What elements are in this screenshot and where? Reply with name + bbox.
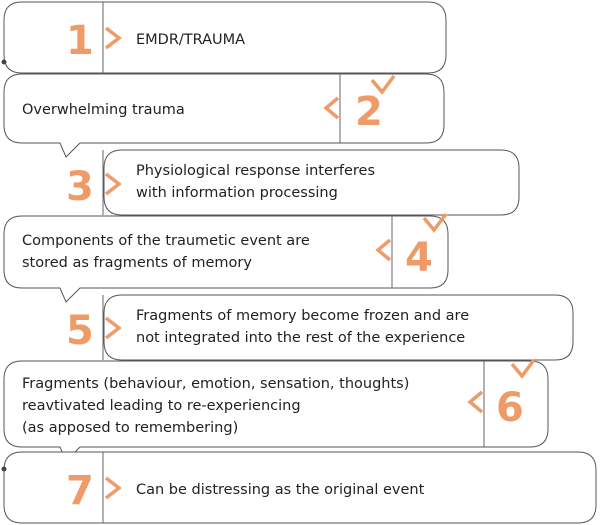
step-5-chevron-icon (104, 316, 122, 340)
step-7: 7 Can be distressing as the original eve… (3, 451, 597, 524)
step-3: 3 Physiological response interferes with… (66, 149, 520, 216)
step-3-line-2: with information processing (136, 185, 338, 201)
step-7-line-1: Can be distressing as the original event (136, 482, 425, 498)
step-6-pointer-icon (467, 390, 484, 414)
step-7-chevron-icon (104, 476, 122, 500)
step-4: 4 Components of the traumetic event are … (3, 212, 449, 303)
step-6: 6 Fragments (behaviour, emotion, sensati… (3, 358, 549, 462)
step-4-box (3, 215, 449, 303)
step-2-number: 2 (355, 89, 383, 135)
step-4-pointer-icon (375, 238, 392, 262)
step-3-box (103, 149, 520, 216)
step-1-line-1: EMDR/TRAUMA (136, 32, 245, 48)
step-2-line-1: Overwhelming trauma (22, 102, 185, 118)
step-4-line-1: Components of the traumetic event are (22, 233, 310, 249)
step-3-line-1: Physiological response interferes (136, 163, 375, 179)
step-4-number: 4 (405, 235, 433, 281)
step-5: 5 Fragments of memory become frozen and … (66, 294, 574, 361)
step-5-line-2: not integrated into the rest of the expe… (136, 330, 465, 346)
step-4-line-2: stored as fragments of memory (22, 255, 252, 271)
step-1-box (3, 1, 447, 74)
step-3-number: 3 (66, 164, 94, 210)
step-5-line-1: Fragments of memory become frozen and ar… (136, 308, 469, 324)
step-6-line-3: (as apposed to remembering) (22, 420, 238, 436)
step-1-number: 1 (66, 18, 94, 64)
step-6-number: 6 (496, 385, 524, 431)
step-2-chevron-icon (370, 74, 396, 95)
step-2: 2 Overwhelming trauma (3, 73, 445, 158)
step-7-number: 7 (66, 468, 94, 514)
step-3-chevron-icon (104, 172, 122, 196)
step-6-line-2: reavtivated leading to re-experiencing (22, 398, 301, 414)
step-5-number: 5 (66, 308, 94, 354)
step-5-box (103, 294, 574, 361)
bullet-dot-top (1, 59, 7, 65)
step-2-box (3, 73, 445, 158)
step-2-pointer-icon (323, 96, 340, 120)
bullet-dot-bottom (1, 466, 7, 472)
step-7-box (3, 451, 597, 524)
step-6-chevron-icon (510, 358, 536, 379)
step-6-line-1: Fragments (behaviour, emotion, sensation… (22, 376, 409, 392)
step-4-chevron-icon (422, 212, 448, 233)
step-1: 1 EMDR/TRAUMA (3, 1, 447, 74)
step-1-chevron-icon (104, 26, 122, 50)
